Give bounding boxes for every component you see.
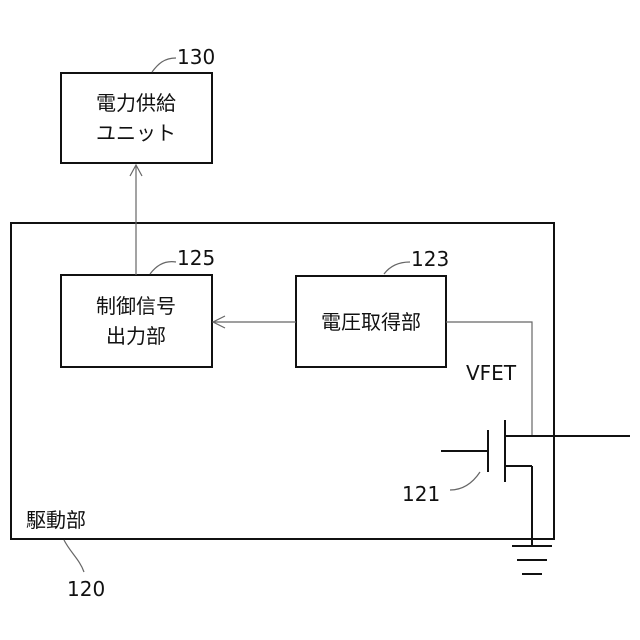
power-supply-unit-ref: 130 — [177, 45, 215, 69]
power-supply-ref-leader — [152, 58, 176, 72]
voltage-acquisition-ref-leader — [384, 262, 410, 274]
voltage-acquisition-ref: 123 — [411, 247, 449, 271]
control-signal-output-block: 制御信号 出力部 — [61, 275, 212, 367]
drive-unit-ref: 120 — [67, 577, 105, 601]
control-signal-output-label-line1: 制御信号 — [96, 294, 176, 318]
power-supply-unit-label-line2: ユニット — [96, 121, 176, 145]
power-supply-unit-label-line1: 電力供給 — [96, 91, 176, 115]
control-signal-ref-leader — [150, 262, 176, 274]
ground-icon — [512, 546, 552, 574]
drive-unit-ref-leader — [64, 540, 84, 572]
transistor-ref: 121 — [402, 482, 440, 506]
vfet-node-label: VFET — [466, 361, 517, 385]
drive-unit-label: 駆動部 — [26, 508, 86, 532]
transistor-ref-leader — [450, 472, 480, 490]
voltage-acquisition-block: 電圧取得部 — [296, 276, 446, 367]
control-signal-output-ref: 125 — [177, 246, 215, 270]
control-signal-output-label-line2: 出力部 — [106, 324, 166, 348]
power-supply-unit-block: 電力供給 ユニット — [61, 73, 212, 163]
voltage-acquisition-label: 電圧取得部 — [321, 310, 421, 334]
